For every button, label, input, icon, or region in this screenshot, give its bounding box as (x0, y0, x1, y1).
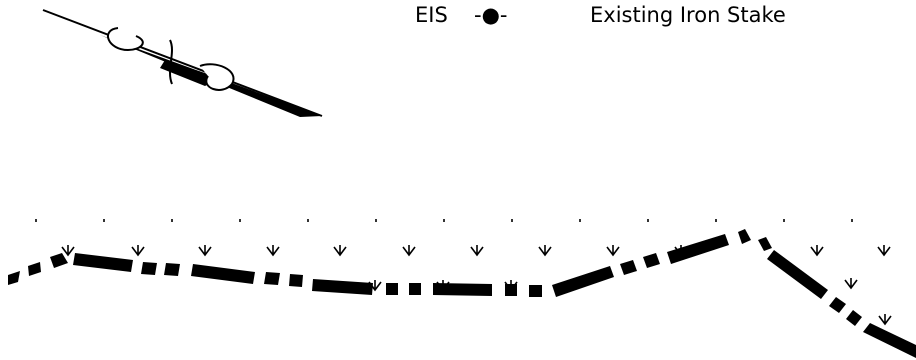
boundary-dash (829, 297, 846, 313)
boundary-dash (409, 283, 421, 295)
legend-code: EIS (415, 3, 448, 27)
vegetation-mark (266, 245, 280, 257)
boundary-dash (264, 272, 280, 285)
vegetation-mark (878, 314, 892, 326)
boundary-dash (191, 264, 255, 284)
legend-symbol: -●- (474, 3, 507, 27)
vegetation-mark (538, 245, 552, 257)
boundary-dash (738, 229, 751, 244)
boundary-dash (50, 253, 68, 268)
vegetation-mark (198, 245, 212, 257)
boundary-dash (8, 271, 20, 285)
boundary-dash (312, 279, 373, 295)
vegetation-mark (470, 245, 484, 257)
north-arrow-icon (42, 9, 323, 117)
vegetation-mark (61, 245, 75, 257)
vegetation-mark (402, 245, 416, 257)
vegetation-mark (877, 245, 891, 257)
boundary-dash (164, 263, 180, 276)
boundary-dash (863, 323, 916, 358)
boundary-dash (28, 262, 41, 276)
vegetation-mark (333, 245, 347, 257)
boundary-dash (643, 253, 660, 268)
boundary-dash (620, 260, 637, 275)
boundary-dash (386, 283, 398, 295)
boundary-dash (73, 253, 133, 272)
vegetation-mark (606, 245, 620, 257)
boundary-dash (846, 310, 862, 326)
boundary-dash (505, 284, 517, 296)
boundary-dash (767, 250, 828, 299)
vegetation-mark (844, 278, 858, 290)
vegetation-mark (131, 245, 145, 257)
boundary-dash (433, 283, 492, 296)
boundary-dash (552, 266, 614, 297)
boundary-dash (141, 262, 157, 275)
vegetation-mark (810, 245, 824, 257)
boundary-dash (289, 274, 303, 287)
boundary-dash (667, 234, 729, 264)
legend: EIS -●- Existing Iron Stake (415, 3, 786, 27)
boundary-dash (758, 237, 772, 251)
vegetation-symbol-icon (35, 219, 892, 326)
boundary-line (8, 229, 916, 358)
legend-description: Existing Iron Stake (590, 3, 786, 27)
boundary-dash (529, 285, 542, 297)
